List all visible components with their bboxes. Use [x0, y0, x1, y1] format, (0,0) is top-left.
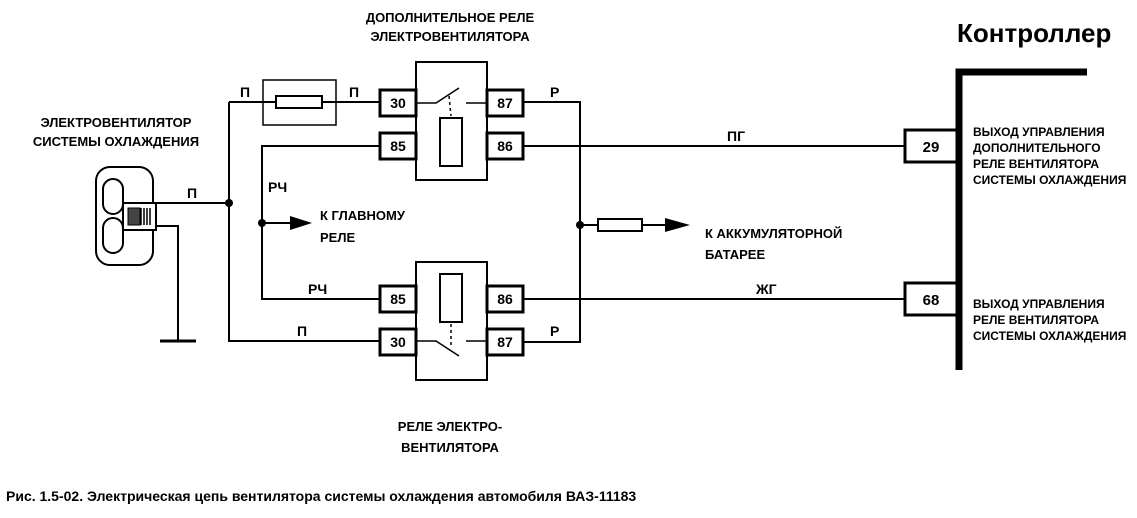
controller-pin-29-box	[903, 128, 959, 164]
main-relay-title-line1: РЕЛЕ ЭЛЕКТРО-	[398, 419, 502, 434]
controller-output-68-line1: ВЫХОД УПРАВЛЕНИЯ	[973, 297, 1105, 311]
additional-relay-pin86: 86	[497, 138, 513, 154]
controller-body	[955, 68, 1087, 370]
additional-relay-pin30-box	[378, 88, 418, 118]
wire-r	[523, 101, 581, 343]
controller-output-29-line3: РЕЛЕ ВЕНТИЛЯТОРА	[973, 157, 1099, 171]
controller-output-29-line1: ВЫХОД УПРАВЛЕНИЯ	[973, 125, 1105, 139]
main-relay-coil	[439, 273, 463, 323]
additional-relay-pin87: 87	[497, 95, 513, 111]
controller-output-68-line2: РЕЛЕ ВЕНТИЛЯТОРА	[973, 313, 1099, 327]
target-main-relay-line2: РЕЛЕ	[320, 230, 355, 245]
wire-label-rc-main85: РЧ	[308, 281, 327, 297]
wire-label-pg: ПГ	[727, 128, 745, 144]
additional-relay-switch-blade	[416, 87, 460, 104]
controller-pin-68: 68	[923, 292, 940, 309]
main-relay-pin30: 30	[390, 334, 406, 350]
figure-caption: Рис. 1.5-02. Электрическая цепь вентилят…	[6, 488, 636, 504]
controller-output-68-line3: СИСТЕМЫ ОХЛАЖДЕНИЯ	[973, 329, 1126, 343]
fuse-top-icon	[275, 95, 323, 109]
additional-relay-pin87-box	[485, 88, 525, 118]
main-relay-title-line2: ВЕНТИЛЯТОРА	[401, 440, 499, 455]
wire-label-rc-vertical: РЧ	[268, 179, 287, 195]
controller-title: Контроллер	[957, 18, 1111, 48]
controller-output-29-line4: СИСТЕМЫ ОХЛАЖДЕНИЯ	[973, 173, 1126, 187]
fan-label-line2: СИСТЕМЫ ОХЛАЖДЕНИЯ	[33, 134, 199, 149]
main-relay-pin85: 85	[390, 291, 406, 307]
target-battery-line2: БАТАРЕЕ	[705, 247, 765, 262]
controller-pin-29: 29	[923, 139, 940, 156]
additional-relay-pin85: 85	[390, 138, 406, 154]
wire-label-r-top: Р	[550, 84, 559, 100]
main-relay-pin87-box	[485, 327, 525, 357]
additional-relay-title-line2: ЭЛЕКТРОВЕНТИЛЯТОРА	[370, 29, 530, 44]
arrow-to-main-relay-icon	[290, 216, 312, 230]
fan-label-line1: ЭЛЕКТРОВЕНТИЛЯТОР	[41, 115, 192, 130]
wire-label-p-main30: П	[297, 323, 307, 339]
arrow-to-battery-icon	[665, 218, 690, 232]
wire-p-left-bus	[228, 102, 380, 342]
additional-relay-pin30: 30	[390, 95, 406, 111]
additional-relay-coil	[439, 117, 463, 167]
wire-label-zhg: ЖГ	[755, 281, 777, 297]
wire-label-r-bottom: Р	[550, 323, 559, 339]
wire-label-p-right-fuse: П	[349, 84, 359, 100]
main-relay-pin86: 86	[497, 291, 513, 307]
controller-output-29-line2: ДОПОЛНИТЕЛЬНОГО	[973, 141, 1101, 155]
fuse-battery-icon	[597, 218, 643, 232]
additional-relay-title-line1: ДОПОЛНИТЕЛЬНОЕ РЕЛЕ	[366, 10, 535, 25]
fan-motor-icon	[95, 166, 157, 266]
wire-fan-ground	[156, 225, 179, 341]
main-relay-switch-blade	[416, 340, 460, 357]
wire-label-p-fan: П	[187, 185, 197, 201]
wire-label-p-left-fuse: П	[240, 84, 250, 100]
target-battery-line1: К АККУМУЛЯТОРНОЙ	[705, 226, 842, 241]
target-main-relay-line1: К ГЛАВНОМУ	[320, 208, 406, 223]
main-relay-pin87: 87	[497, 334, 513, 350]
junction-fan	[225, 199, 233, 207]
